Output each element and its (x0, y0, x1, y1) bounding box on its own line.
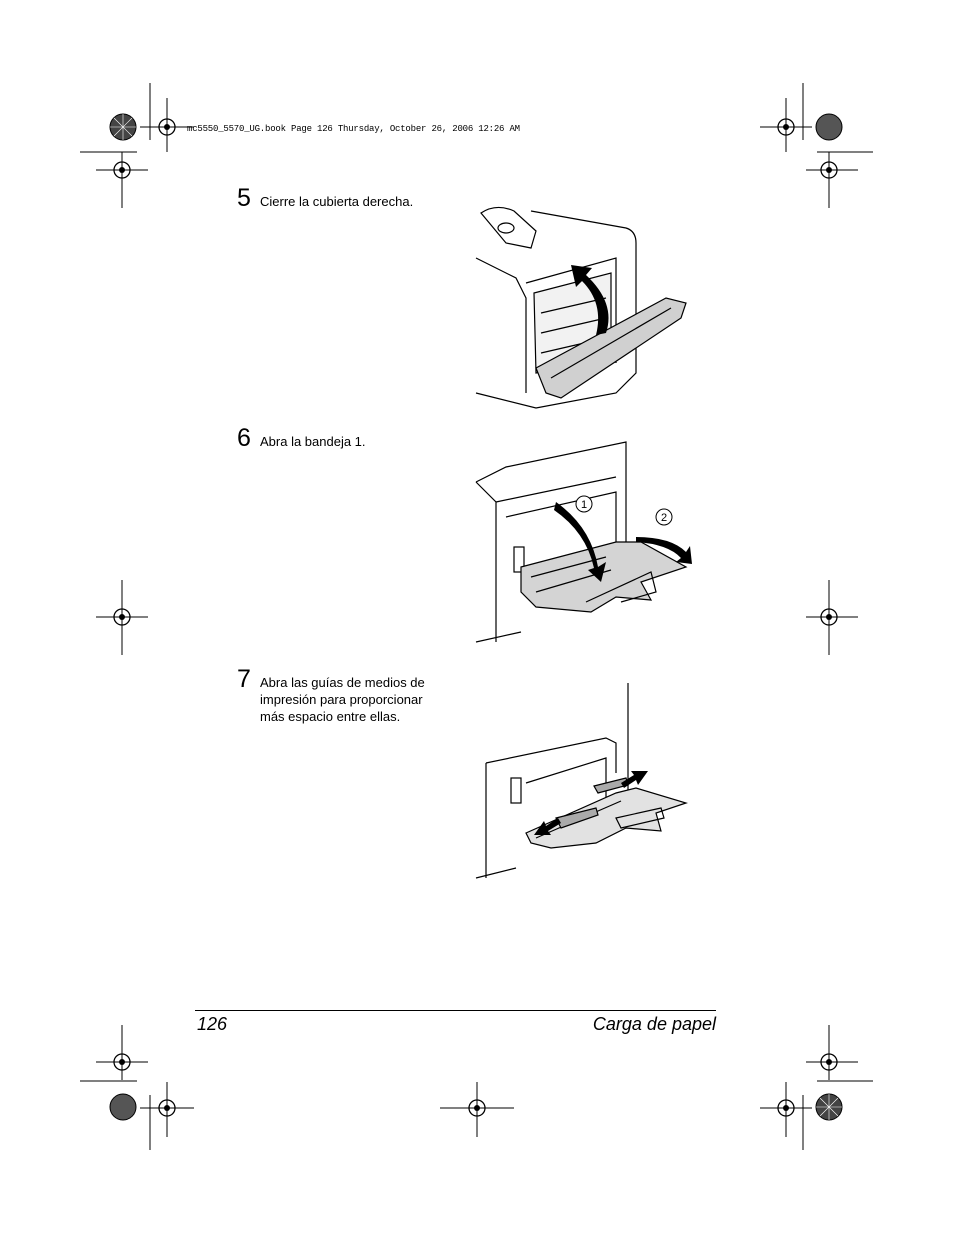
step-6-text: Abra la bandeja 1. (260, 434, 366, 449)
callout-1: 1 (581, 499, 587, 511)
step-5-number: 5 (237, 184, 251, 212)
figure-close-right-cover (475, 206, 687, 409)
book-slug: mc5550_5570_UG.book Page 126 Thursday, O… (187, 124, 520, 134)
figure-open-tray-1: 1 2 (475, 441, 692, 643)
step-7-text: Abra las guías de medios de impresión pa… (260, 675, 425, 724)
page-number: 126 (197, 1014, 228, 1034)
step-5-text: Cierre la cubierta derecha. (260, 194, 414, 209)
footer-rule (195, 1010, 716, 1011)
step-6-number: 6 (237, 424, 251, 452)
section-title: Carga de papel (592, 1014, 716, 1034)
step-7-number: 7 (237, 665, 251, 693)
callout-2: 2 (661, 512, 667, 524)
figure-open-media-guides (475, 683, 688, 879)
